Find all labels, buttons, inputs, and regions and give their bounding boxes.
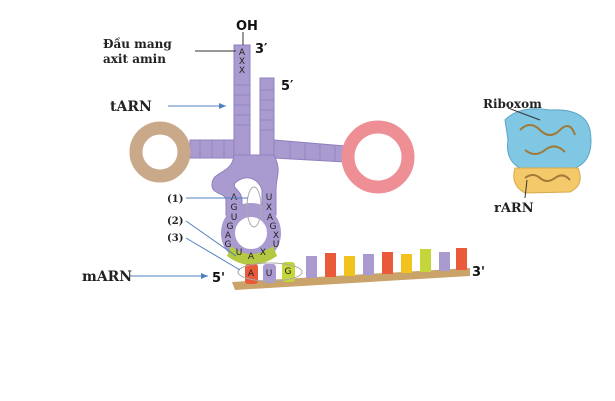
nucleotide: U <box>231 213 238 223</box>
ribosome-illustration <box>504 108 592 194</box>
five-prime-label: 5′ <box>281 79 294 94</box>
nucleotide: X <box>266 203 272 213</box>
hydrogen-bonds <box>246 186 262 228</box>
rarn-line <box>524 179 528 199</box>
nucleotide: U <box>236 248 243 258</box>
codon-base-g <box>282 262 295 282</box>
nucleotide: G <box>270 222 277 232</box>
nucleotide: A <box>267 213 274 223</box>
nucleotide: X <box>260 248 266 258</box>
anticodon-region <box>227 246 277 265</box>
nucleotide: G <box>225 240 232 250</box>
nucleotide: A <box>248 252 255 262</box>
marn-5prime-label: 5' <box>212 271 225 286</box>
amino-end-label-line2: axit amin <box>103 52 166 66</box>
marker2-line <box>185 220 237 257</box>
nucleotide: U <box>266 193 273 203</box>
tarn-label: tARN <box>110 99 152 115</box>
nucleotide: G <box>231 203 238 213</box>
oh-label: OH <box>236 19 258 34</box>
d-loop <box>129 121 191 183</box>
t-loop <box>341 120 415 194</box>
rarn-label: rARN <box>494 201 534 216</box>
nucleotide: X <box>239 57 245 67</box>
nucleotide: X <box>239 66 245 76</box>
marker1-label: (1) <box>167 194 183 205</box>
marker3-line <box>185 237 241 271</box>
ribosome-large-subunit <box>504 108 592 169</box>
codon-letters: A U G <box>248 267 292 279</box>
marn-label: mARN <box>82 269 132 285</box>
riboxom-line <box>507 107 541 121</box>
anticodon-arm <box>211 154 279 216</box>
amino-end-label-line1: Đầu mang <box>103 36 172 51</box>
anticodon-right-letters: U X A G X U <box>266 193 280 250</box>
nucleotide: U <box>266 269 273 279</box>
anticodon-letters: U A X <box>236 248 266 262</box>
t-arm <box>273 139 346 163</box>
marker3-label: (3) <box>167 233 183 244</box>
acceptor-letters: A X X <box>239 48 246 76</box>
codon-base-u <box>263 264 276 283</box>
nucleotide: A <box>248 269 255 279</box>
codon-pairing-ellipse <box>237 262 303 282</box>
nucleotide: A <box>225 231 232 241</box>
riboxom-label: Riboxom <box>483 97 542 111</box>
stem-segments <box>199 84 336 162</box>
nucleotide: A <box>239 48 246 58</box>
three-prime-label: 3′ <box>255 42 268 57</box>
acceptor-stem-5prime <box>259 77 275 156</box>
mrna-backbone <box>232 268 470 290</box>
nucleotide: U <box>273 240 280 250</box>
marn-3prime-label: 3' <box>472 265 485 280</box>
nucleotide: X <box>273 231 279 241</box>
nucleotide: G <box>227 222 234 232</box>
trna-molecule <box>189 44 346 263</box>
mrna-codons <box>245 248 467 284</box>
marker2-label: (2) <box>167 216 183 227</box>
nucleotide: G <box>285 267 292 277</box>
